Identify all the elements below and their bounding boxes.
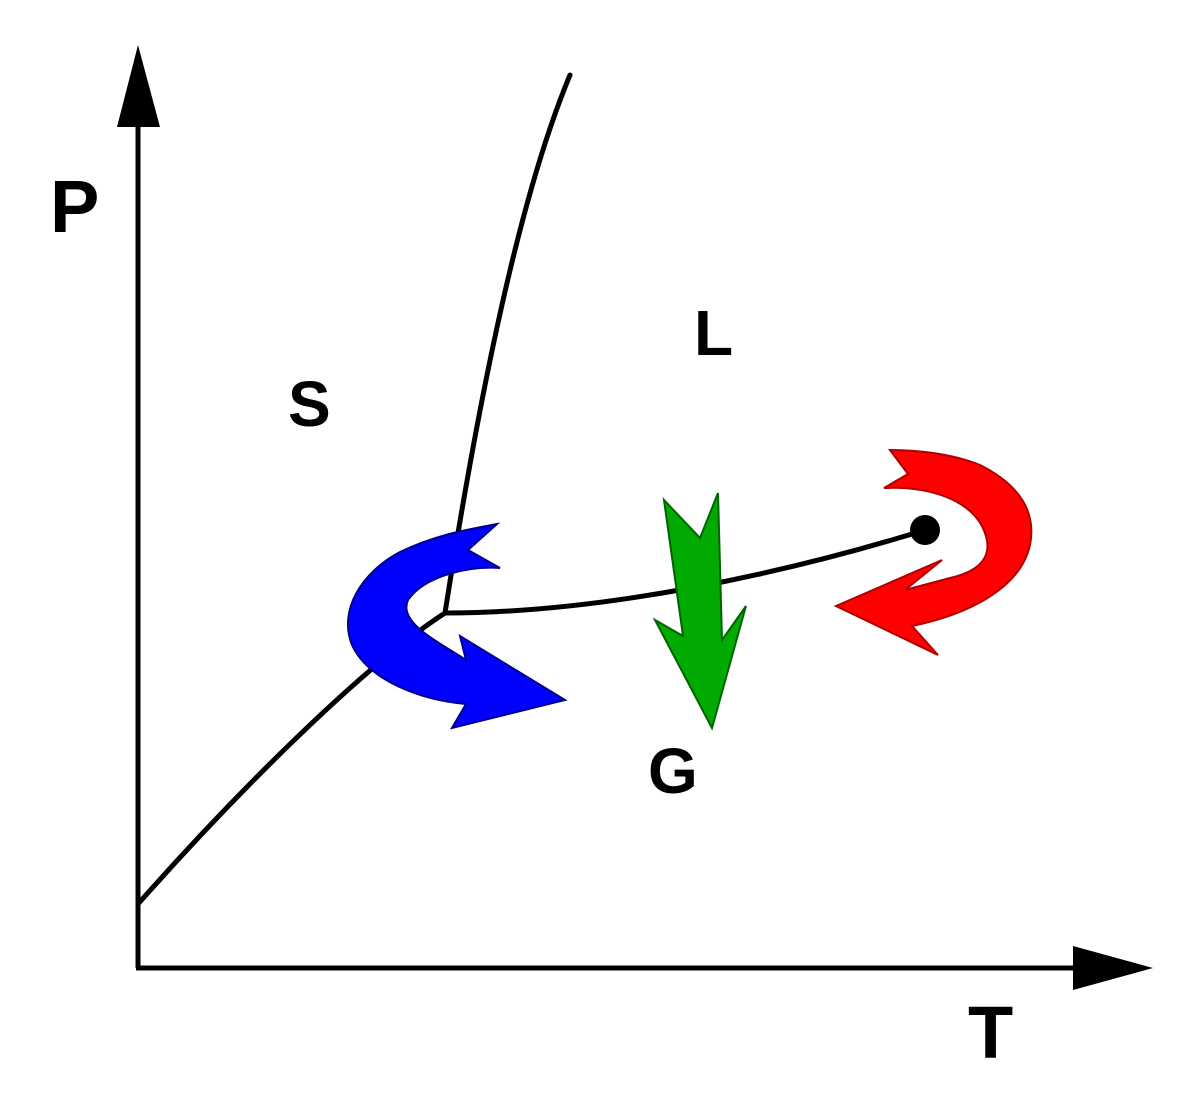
- gas-region-label: G: [648, 735, 698, 807]
- liquid-region-label: L: [694, 297, 733, 369]
- pressure-axis-label: P: [50, 165, 99, 248]
- red-curved-arrow: [833, 448, 1033, 656]
- blue-curved-arrow: [347, 522, 568, 730]
- green-down-arrow: [652, 492, 747, 731]
- melting-curve: [442, 72, 573, 616]
- critical-point: [910, 515, 940, 545]
- solid-region-label: S: [288, 368, 331, 440]
- temperature-axis-arrowhead: [1073, 946, 1153, 990]
- temperature-axis-label: T: [968, 991, 1013, 1074]
- pressure-axis-arrowhead: [117, 45, 160, 127]
